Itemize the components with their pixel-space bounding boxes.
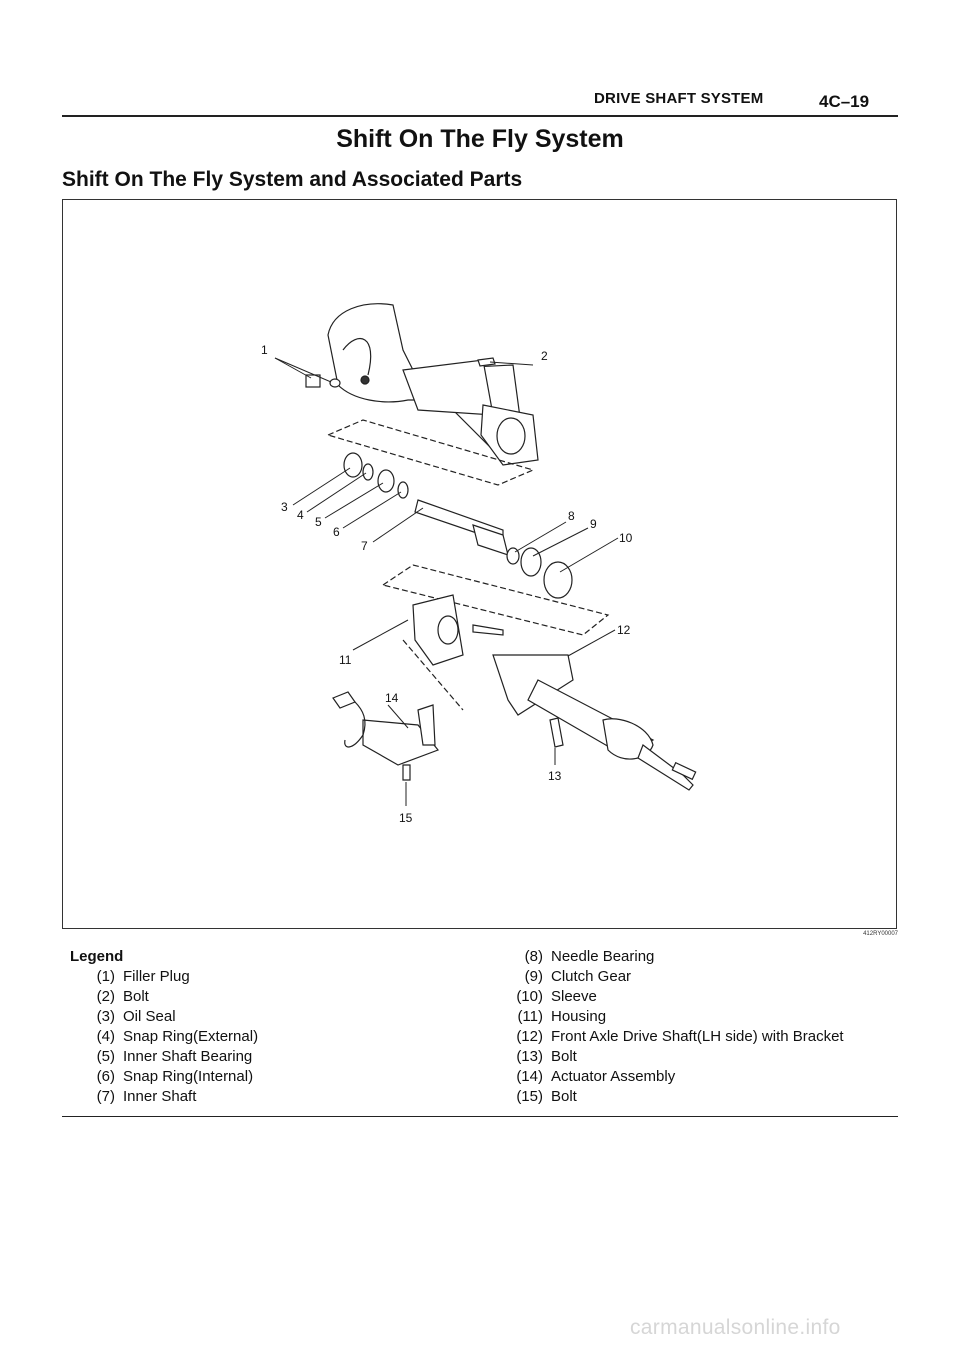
callout-4: 4: [297, 508, 304, 522]
bolt-13: [549, 717, 564, 748]
figure-id: 412RY00007: [863, 931, 898, 937]
callout-10: 10: [619, 531, 633, 545]
legend-item: (5)Inner Shaft Bearing: [96, 1048, 253, 1065]
actuator-assembly: [362, 719, 439, 766]
callout-8: 8: [568, 509, 575, 523]
inner-shaft-bearing: [377, 469, 395, 493]
legend-item: (12)Front Axle Drive Shaft(LH side) with…: [516, 1028, 844, 1045]
legend-item: (15)Bolt: [516, 1088, 577, 1105]
legend-item: (8)Needle Bearing: [524, 948, 655, 965]
callout-3: 3: [281, 500, 288, 514]
sleeve: [543, 561, 573, 599]
legend-item: (11)Housing: [517, 1008, 607, 1025]
legend-item: (2)Bolt: [96, 988, 149, 1005]
header-rule: [62, 115, 898, 117]
legend-item: (14)Actuator Assembly: [516, 1068, 676, 1085]
watermark: carmanualsonline.info: [630, 1316, 841, 1339]
section-header: DRIVE SHAFT SYSTEM: [594, 90, 764, 107]
legend-item: (4)Snap Ring(External): [96, 1028, 259, 1045]
legend-item: (10)Sleeve: [516, 988, 597, 1005]
exploded-diagram: 1 2 3 4 5 6 7 8 9 10 11 12 13 14 15: [261, 303, 697, 825]
callout-9: 9: [590, 517, 597, 531]
page-title: Shift On The Fly System: [336, 125, 624, 153]
legend-title: Legend: [70, 948, 124, 965]
oil-seal: [343, 452, 363, 478]
callout-2: 2: [541, 349, 548, 363]
exploded-diagram-figure: 1 2 3 4 5 6 7 8 9 10 11 12 13 14 15: [62, 199, 897, 929]
legend-item: (3)Oil Seal: [96, 1008, 176, 1025]
legend-item: (9)Clutch Gear: [524, 968, 632, 985]
filler-plug: [305, 374, 321, 388]
callout-13: 13: [548, 769, 562, 783]
legend-item: (13)Bolt: [516, 1048, 577, 1065]
section-subtitle: Shift On The Fly System and Associated P…: [62, 168, 523, 191]
clutch-gear: [520, 547, 542, 577]
callout-7: 7: [361, 539, 368, 553]
callout-11: 11: [339, 653, 352, 667]
legend-item: (1)Filler Plug: [96, 968, 190, 985]
bolt-2: [477, 357, 496, 367]
callout-15: 15: [399, 811, 413, 825]
bolt-15: [402, 764, 411, 781]
legend-item: (6)Snap Ring(Internal): [96, 1068, 254, 1085]
page-number: 4C–19: [819, 92, 870, 111]
callout-1: 1: [261, 343, 268, 357]
callout-12: 12: [617, 623, 631, 637]
footer-rule: [62, 1116, 898, 1117]
callout-14: 14: [385, 691, 399, 705]
callout-5: 5: [315, 515, 322, 529]
needle-bearing: [506, 547, 520, 565]
legend-item: (7)Inner Shaft: [96, 1088, 197, 1105]
callout-6: 6: [333, 525, 340, 539]
